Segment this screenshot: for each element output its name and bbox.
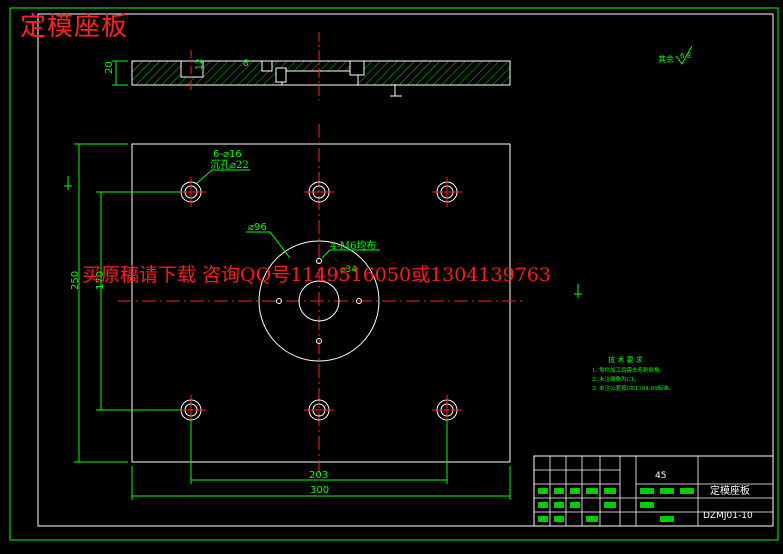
dim-height-inner: 170: [95, 271, 106, 290]
plan-view: 6-⌀16 沉孔⌀22 ⌀96 4-M6均布 ⌀34 250 170 203 3…: [64, 124, 582, 500]
label-counterbore: 沉孔⌀22: [210, 158, 249, 171]
technical-notes: 技 术 要 求 1. 零件加工后需去毛刺倒角。 2. 未注倒角为C1。 3. 未…: [592, 355, 674, 392]
outer-frame: [9, 7, 779, 541]
roughness-symbol: 其余 6.3: [658, 45, 693, 65]
title-block: 45 定模座板 DZMJ01-10: [533, 455, 774, 527]
notes-item-3: 3. 未注公差按GB1184-80标准。: [592, 384, 674, 392]
title-drawing-no: DZMJ01-10: [703, 511, 753, 521]
dim-height-total: 250: [70, 271, 81, 290]
dim-width-inner: 203: [309, 470, 328, 481]
inner-frame: [37, 13, 774, 527]
section-view: 20 12 8: [104, 32, 511, 100]
dim-width-total: 300: [310, 485, 329, 496]
label-holes-count: 6-⌀16: [213, 149, 242, 160]
locating-circle: [258, 240, 380, 362]
overlay-title: 定模座板: [20, 12, 129, 42]
roughness-label: 其余: [658, 54, 674, 64]
label-small-dia: ⌀34: [340, 265, 357, 275]
label-screw-spec: 4-M6均布: [330, 240, 376, 252]
dim-small: 8: [243, 59, 249, 69]
center-bore: [298, 280, 340, 322]
dim-recess-depth: 12: [195, 59, 205, 70]
notes-item-1: 1. 零件加工后需去毛刺倒角。: [592, 366, 665, 374]
plate-outline: [131, 143, 511, 463]
overlay-ad: 买原稿请下载 咨询QQ号1149516050或1304139763: [82, 264, 551, 286]
label-circle-dia: ⌀96: [248, 222, 267, 233]
dim-thickness: 20: [104, 61, 115, 74]
notes-title: 技 术 要 求: [608, 355, 643, 364]
title-part-name: 定模座板: [710, 484, 750, 497]
title-scale: 45: [655, 471, 666, 481]
notes-item-2: 2. 未注倒角为C1。: [592, 375, 640, 383]
roughness-value: 6.3: [680, 52, 691, 60]
